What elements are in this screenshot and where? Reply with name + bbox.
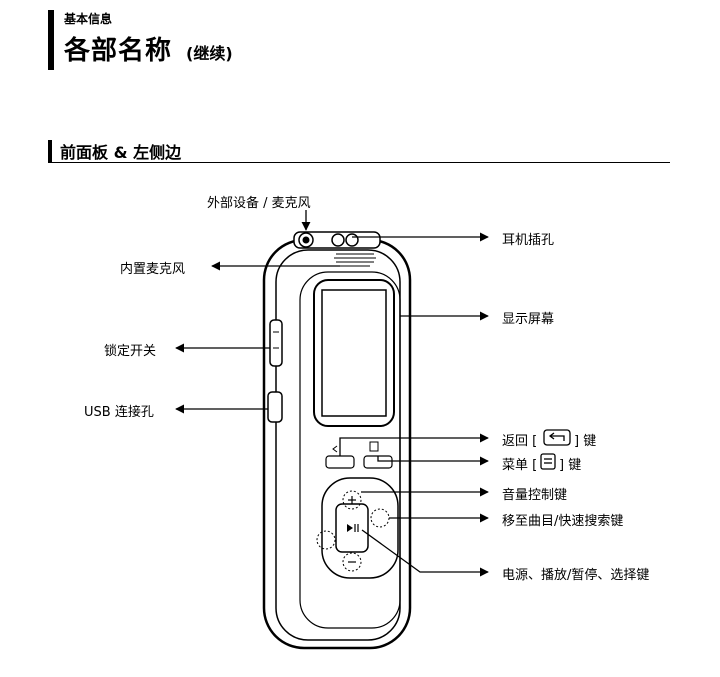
label-skip-search-key: 移至曲目/快速搜索键: [502, 514, 624, 529]
label-internal-mic: 内置麦克风: [120, 262, 186, 277]
section-title: 前面板 & 左侧边: [60, 143, 182, 162]
menu-key-icon: [540, 453, 556, 470]
back-key-icon: [543, 429, 571, 446]
label-menu-key: 菜单 [: [502, 458, 538, 473]
section-divider: [48, 162, 670, 163]
section-accent-bar: [48, 140, 52, 162]
label-back-key: 返回 [: [502, 434, 538, 449]
label-external-device-mic: 外部设备 / 麦克风: [207, 196, 311, 211]
label-menu-key-suffix: ] 键: [559, 458, 582, 473]
label-earphone-jack: 耳机插孔: [502, 233, 555, 248]
label-volume-key: 音量控制键: [502, 488, 568, 503]
leader-lines: [175, 210, 489, 577]
label-usb-port: USB 连接孔: [84, 405, 154, 420]
header-accent-bar: [48, 10, 54, 70]
label-power-play-select-key: 电源、播放/暂停、选择键: [502, 568, 650, 583]
label-display: 显示屏幕: [502, 312, 555, 327]
label-back-key-suffix: ] 键: [574, 434, 597, 449]
recorder-device: [262, 231, 412, 650]
header-category: 基本信息: [64, 12, 113, 26]
page-title: 各部名称: [64, 36, 173, 66]
page-subtitle: (继续): [186, 44, 233, 63]
label-lock-switch: 锁定开关: [104, 344, 157, 359]
